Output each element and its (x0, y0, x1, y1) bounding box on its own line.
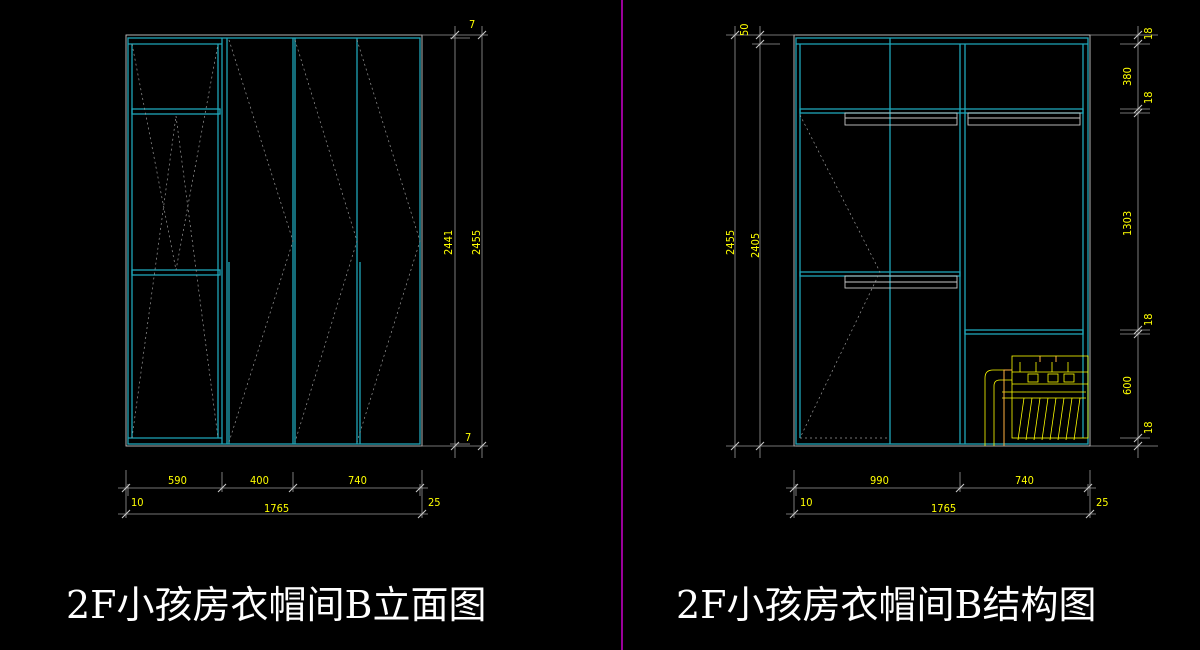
right-dim-top-offset: 50 (738, 23, 751, 36)
left-outer-frame (125, 34, 423, 447)
right-lower-shelf (964, 329, 1084, 335)
right-dim-d4: 1303 (1121, 211, 1134, 236)
right-structure-drawing: 50 2455 2405 18 380 18 1303 18 600 18 (724, 23, 1158, 519)
left-dim-total-height: 2455 (470, 230, 483, 255)
left-dim-seg2: 400 (250, 474, 269, 487)
right-top-shelf (799, 108, 1084, 114)
right-dim-total: 1765 (931, 502, 956, 515)
right-dim-total-height: 2455 (724, 230, 737, 255)
hanging-rod (844, 112, 958, 126)
right-dim-seg2: 740 (1015, 474, 1034, 487)
left-dim-bottom-offset: 7 (465, 431, 471, 444)
right-dim-d7: 18 (1142, 421, 1155, 434)
right-dim-d3: 18 (1142, 91, 1155, 104)
right-dim-d1: 18 (1142, 27, 1155, 40)
left-dim-offset-left: 10 (131, 496, 144, 509)
right-dim-d2: 380 (1121, 67, 1134, 86)
right-drawing-title: 2F小孩房衣帽间B结构图 (676, 583, 1096, 627)
left-dim-seg3: 740 (348, 474, 367, 487)
right-dim-seg1: 990 (870, 474, 889, 487)
right-dim-d6: 600 (1121, 376, 1134, 395)
left-dim-offset-right: 25 (428, 496, 441, 509)
right-dim-offset-right: 25 (1096, 496, 1109, 509)
left-elevation-drawing: 7 7 2441 2455 590 400 740 10 25 1765 (118, 18, 488, 519)
left-drawing-title: 2F小孩房衣帽间B立面图 (66, 583, 486, 627)
plumbing-fixture (984, 355, 1089, 446)
right-cabinet-outline (795, 37, 1089, 445)
left-dim-inner-height: 2441 (442, 230, 455, 255)
right-dim-offset-left: 10 (800, 496, 813, 509)
left-dim-total: 1765 (264, 502, 289, 515)
hanging-rod (967, 112, 1081, 126)
left-dim-seg1: 590 (168, 474, 187, 487)
left-shelf (131, 269, 221, 276)
left-cabinet-outline (127, 37, 421, 445)
right-outer-frame (793, 34, 1091, 447)
right-dim-d5: 18 (1142, 313, 1155, 326)
left-dim-top-offset: 7 (469, 18, 475, 31)
right-dim-inner-height: 2405 (749, 233, 762, 258)
